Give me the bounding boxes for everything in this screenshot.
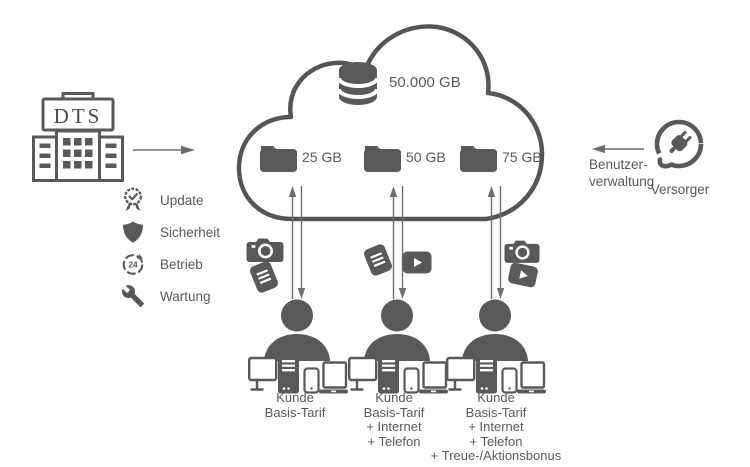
customer-1-line: Basis-Tarif bbox=[264, 404, 326, 420]
devices-icon-1 bbox=[248, 355, 348, 394]
user-avatar-2 bbox=[364, 299, 430, 361]
sync-arrows-2-icon bbox=[389, 186, 407, 299]
user-management-line2: verwaltung bbox=[589, 173, 655, 189]
customer-label-3: Kunde Basis-Tarif + Internet + Telefon +… bbox=[421, 390, 571, 464]
user-management-label: Benutzer- verwaltung bbox=[589, 157, 659, 190]
user-management-line1: Benutzer- bbox=[589, 157, 648, 172]
storage-total-label: 50.000 GB bbox=[389, 74, 461, 91]
database-icon bbox=[338, 62, 378, 105]
customer-3-line: Basis-Tarif bbox=[465, 404, 527, 420]
user-avatar-1 bbox=[264, 299, 330, 361]
video-icon-3 bbox=[508, 262, 538, 288]
video-icon-2 bbox=[402, 251, 432, 274]
shield-icon bbox=[123, 221, 143, 243]
customer-2-line: Kunde bbox=[375, 390, 413, 405]
power-plug-icon bbox=[654, 119, 704, 169]
folder-icon-1 bbox=[260, 146, 297, 172]
folder-size-label-2: 50 GB bbox=[406, 149, 446, 165]
24h-clock-icon: 24 bbox=[122, 254, 144, 275]
folder-size-label-3: 75 GB bbox=[502, 149, 542, 165]
customer-3-line: Kunde bbox=[477, 390, 515, 405]
dts-sign-text: DTS bbox=[54, 104, 103, 128]
supplier-label: Versorger bbox=[650, 182, 710, 197]
folder-size-label-1: 25 GB bbox=[302, 149, 342, 165]
camera-icon-1 bbox=[246, 238, 284, 262]
customer-3-line: + Treue-/Aktionsbonus bbox=[430, 448, 562, 464]
customer-3-line: + Internet bbox=[468, 419, 524, 435]
customer-label-1: Kunde Basis-Tarif bbox=[220, 390, 370, 420]
notes-icon-2 bbox=[364, 244, 392, 276]
customer-3-line: + Telefon bbox=[469, 433, 523, 449]
wrench-icon bbox=[121, 285, 144, 307]
folder-icon-3 bbox=[460, 146, 497, 172]
service-item-update: Update bbox=[120, 186, 204, 214]
service-item-betrieb: 24 Betrieb bbox=[120, 250, 203, 278]
devices-icon-2 bbox=[348, 355, 448, 394]
camera-icon-3 bbox=[504, 240, 540, 263]
service-label-sicherheit: Sicherheit bbox=[160, 224, 221, 240]
clock-24-text: 24 bbox=[128, 260, 138, 270]
service-item-wartung: Wartung bbox=[120, 282, 211, 310]
devices-icon-3 bbox=[446, 355, 546, 394]
notes-icon-1 bbox=[250, 261, 278, 293]
user-avatar-3 bbox=[462, 299, 528, 361]
dts-building-icon: DTS bbox=[32, 92, 124, 182]
service-label-wartung: Wartung bbox=[160, 288, 211, 304]
sync-arrows-3-icon bbox=[487, 186, 505, 299]
customer-1-line: Kunde bbox=[276, 390, 314, 405]
service-label-betrieb: Betrieb bbox=[160, 256, 203, 272]
folder-icon-2 bbox=[364, 146, 401, 172]
customer-label-2: Kunde Basis-Tarif + Internet + Telefon bbox=[319, 390, 469, 449]
service-item-sicherheit: Sicherheit bbox=[120, 218, 220, 246]
service-label-update: Update bbox=[160, 192, 204, 208]
sync-arrows-1-icon bbox=[288, 186, 306, 299]
customer-2-line: + Internet bbox=[366, 419, 422, 435]
customer-2-line: + Telefon bbox=[367, 433, 421, 449]
badge-check-icon bbox=[124, 187, 142, 211]
arrow-supplier-to-cloud-icon bbox=[592, 144, 644, 154]
arrow-dts-to-cloud-icon bbox=[133, 145, 195, 155]
building-windows bbox=[39, 138, 117, 169]
customer-2-line: Basis-Tarif bbox=[363, 404, 425, 420]
